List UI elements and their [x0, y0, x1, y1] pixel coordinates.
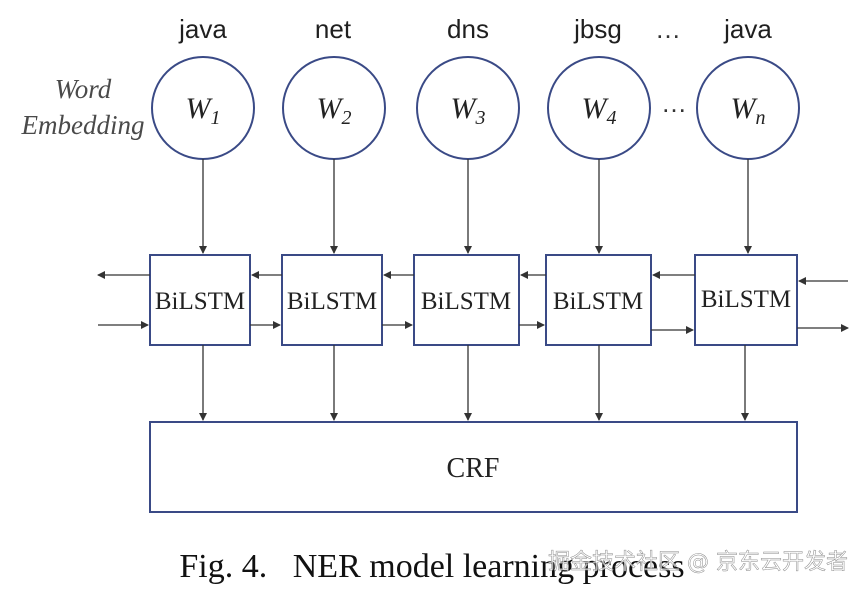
- embedding-letter-1: W: [186, 92, 214, 125]
- token-label-3: dns: [447, 14, 489, 44]
- svg-text:W1: W1: [186, 92, 221, 129]
- embedding-letter-4: W: [582, 92, 610, 125]
- embedding-node-3: W3: [416, 56, 520, 160]
- embedding-node-4: W4: [547, 56, 651, 160]
- embedding-sub-n: n: [756, 107, 766, 129]
- svg-text:Wn: Wn: [731, 92, 766, 129]
- bilstm-label-3: BiLSTM: [421, 288, 511, 315]
- embedding-label-line1: Word: [55, 74, 112, 104]
- watermark: 掘金技术社区 @ 京东云开发者: [548, 550, 848, 575]
- token-label-2: net: [315, 14, 352, 44]
- token-label-n: java: [723, 14, 772, 44]
- bilstm-label-1: BiLSTM: [155, 288, 245, 315]
- embedding-node-2: W2: [282, 56, 386, 160]
- embedding-sub-4: 4: [607, 107, 617, 129]
- bilstm-label-n: BiLSTM: [701, 286, 791, 313]
- token-ellipsis: …: [655, 14, 681, 44]
- crf-label: CRF: [447, 453, 500, 484]
- embedding-sub-3: 3: [475, 107, 486, 129]
- svg-text:W3: W3: [451, 92, 486, 129]
- token-label-1: java: [178, 14, 227, 44]
- embedding-node-n: Wn: [696, 56, 800, 160]
- bilstm-label-4: BiLSTM: [553, 288, 643, 315]
- crf-layer: CRF: [149, 421, 798, 513]
- embedding-letter-n: W: [731, 92, 759, 125]
- embedding-sub-2: 2: [342, 107, 352, 129]
- bilstm-cell-1: BiLSTM: [149, 254, 251, 346]
- bilstm-label-2: BiLSTM: [287, 288, 377, 315]
- token-label-4: jbsg: [573, 14, 622, 44]
- embedding-ellipsis: …: [661, 88, 687, 118]
- embedding-sub-1: 1: [211, 107, 221, 129]
- svg-text:W2: W2: [317, 92, 352, 129]
- embedding-letter-2: W: [317, 92, 345, 125]
- bilstm-cell-n: BiLSTM: [694, 254, 798, 346]
- embedding-letter-3: W: [451, 92, 479, 125]
- svg-text:W4: W4: [582, 92, 617, 129]
- bilstm-cell-4: BiLSTM: [545, 254, 652, 346]
- bilstm-cell-2: BiLSTM: [281, 254, 383, 346]
- embedding-label-line2: Embedding: [21, 110, 145, 140]
- figure-caption: Fig. 4. NER model learning process: [179, 548, 684, 585]
- embedding-node-1: W1: [151, 56, 255, 160]
- bilstm-cell-3: BiLSTM: [413, 254, 520, 346]
